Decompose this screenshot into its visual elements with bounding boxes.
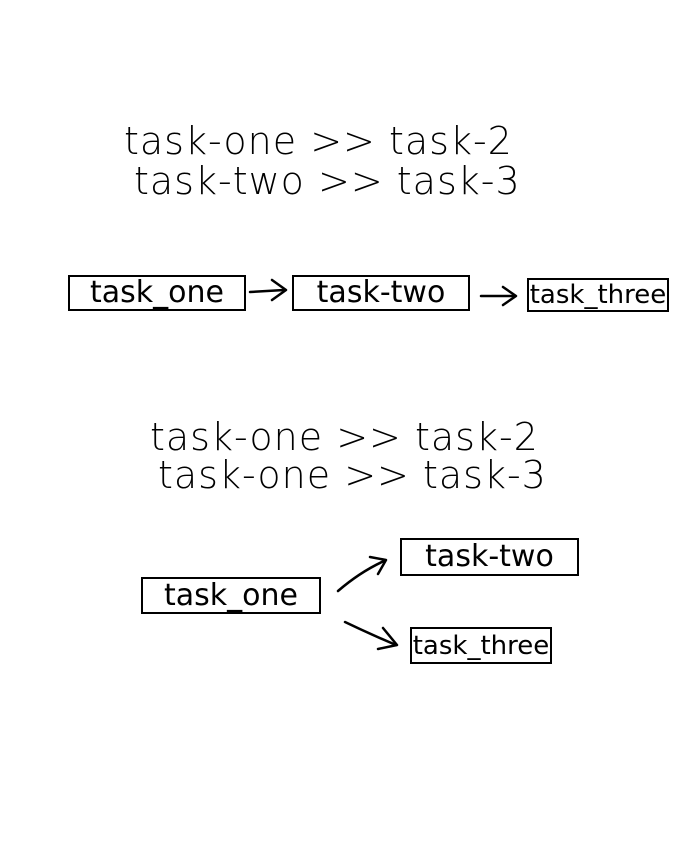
dependency-line-4: task-one >> task-3 [158, 453, 547, 497]
node-task-two-branch: task-two [400, 538, 579, 576]
node-task-one-branch: task_one [141, 577, 321, 614]
dependency-line-2: task-two >> task-3 [134, 159, 521, 203]
node-task-three: task_three [527, 278, 669, 312]
arrow-one-to-two [248, 278, 288, 302]
node-task-one: task_one [68, 275, 246, 311]
arrow-two-to-three [479, 285, 518, 307]
arrow-branch-to-three [343, 620, 399, 651]
dependency-line-1: task-one >> task-2 [124, 119, 513, 163]
arrow-branch-to-two [336, 555, 388, 593]
dependency-line-3: task-one >> task-2 [150, 415, 539, 459]
node-task-two: task-two [292, 275, 470, 311]
node-task-three-branch: task_three [410, 627, 552, 664]
